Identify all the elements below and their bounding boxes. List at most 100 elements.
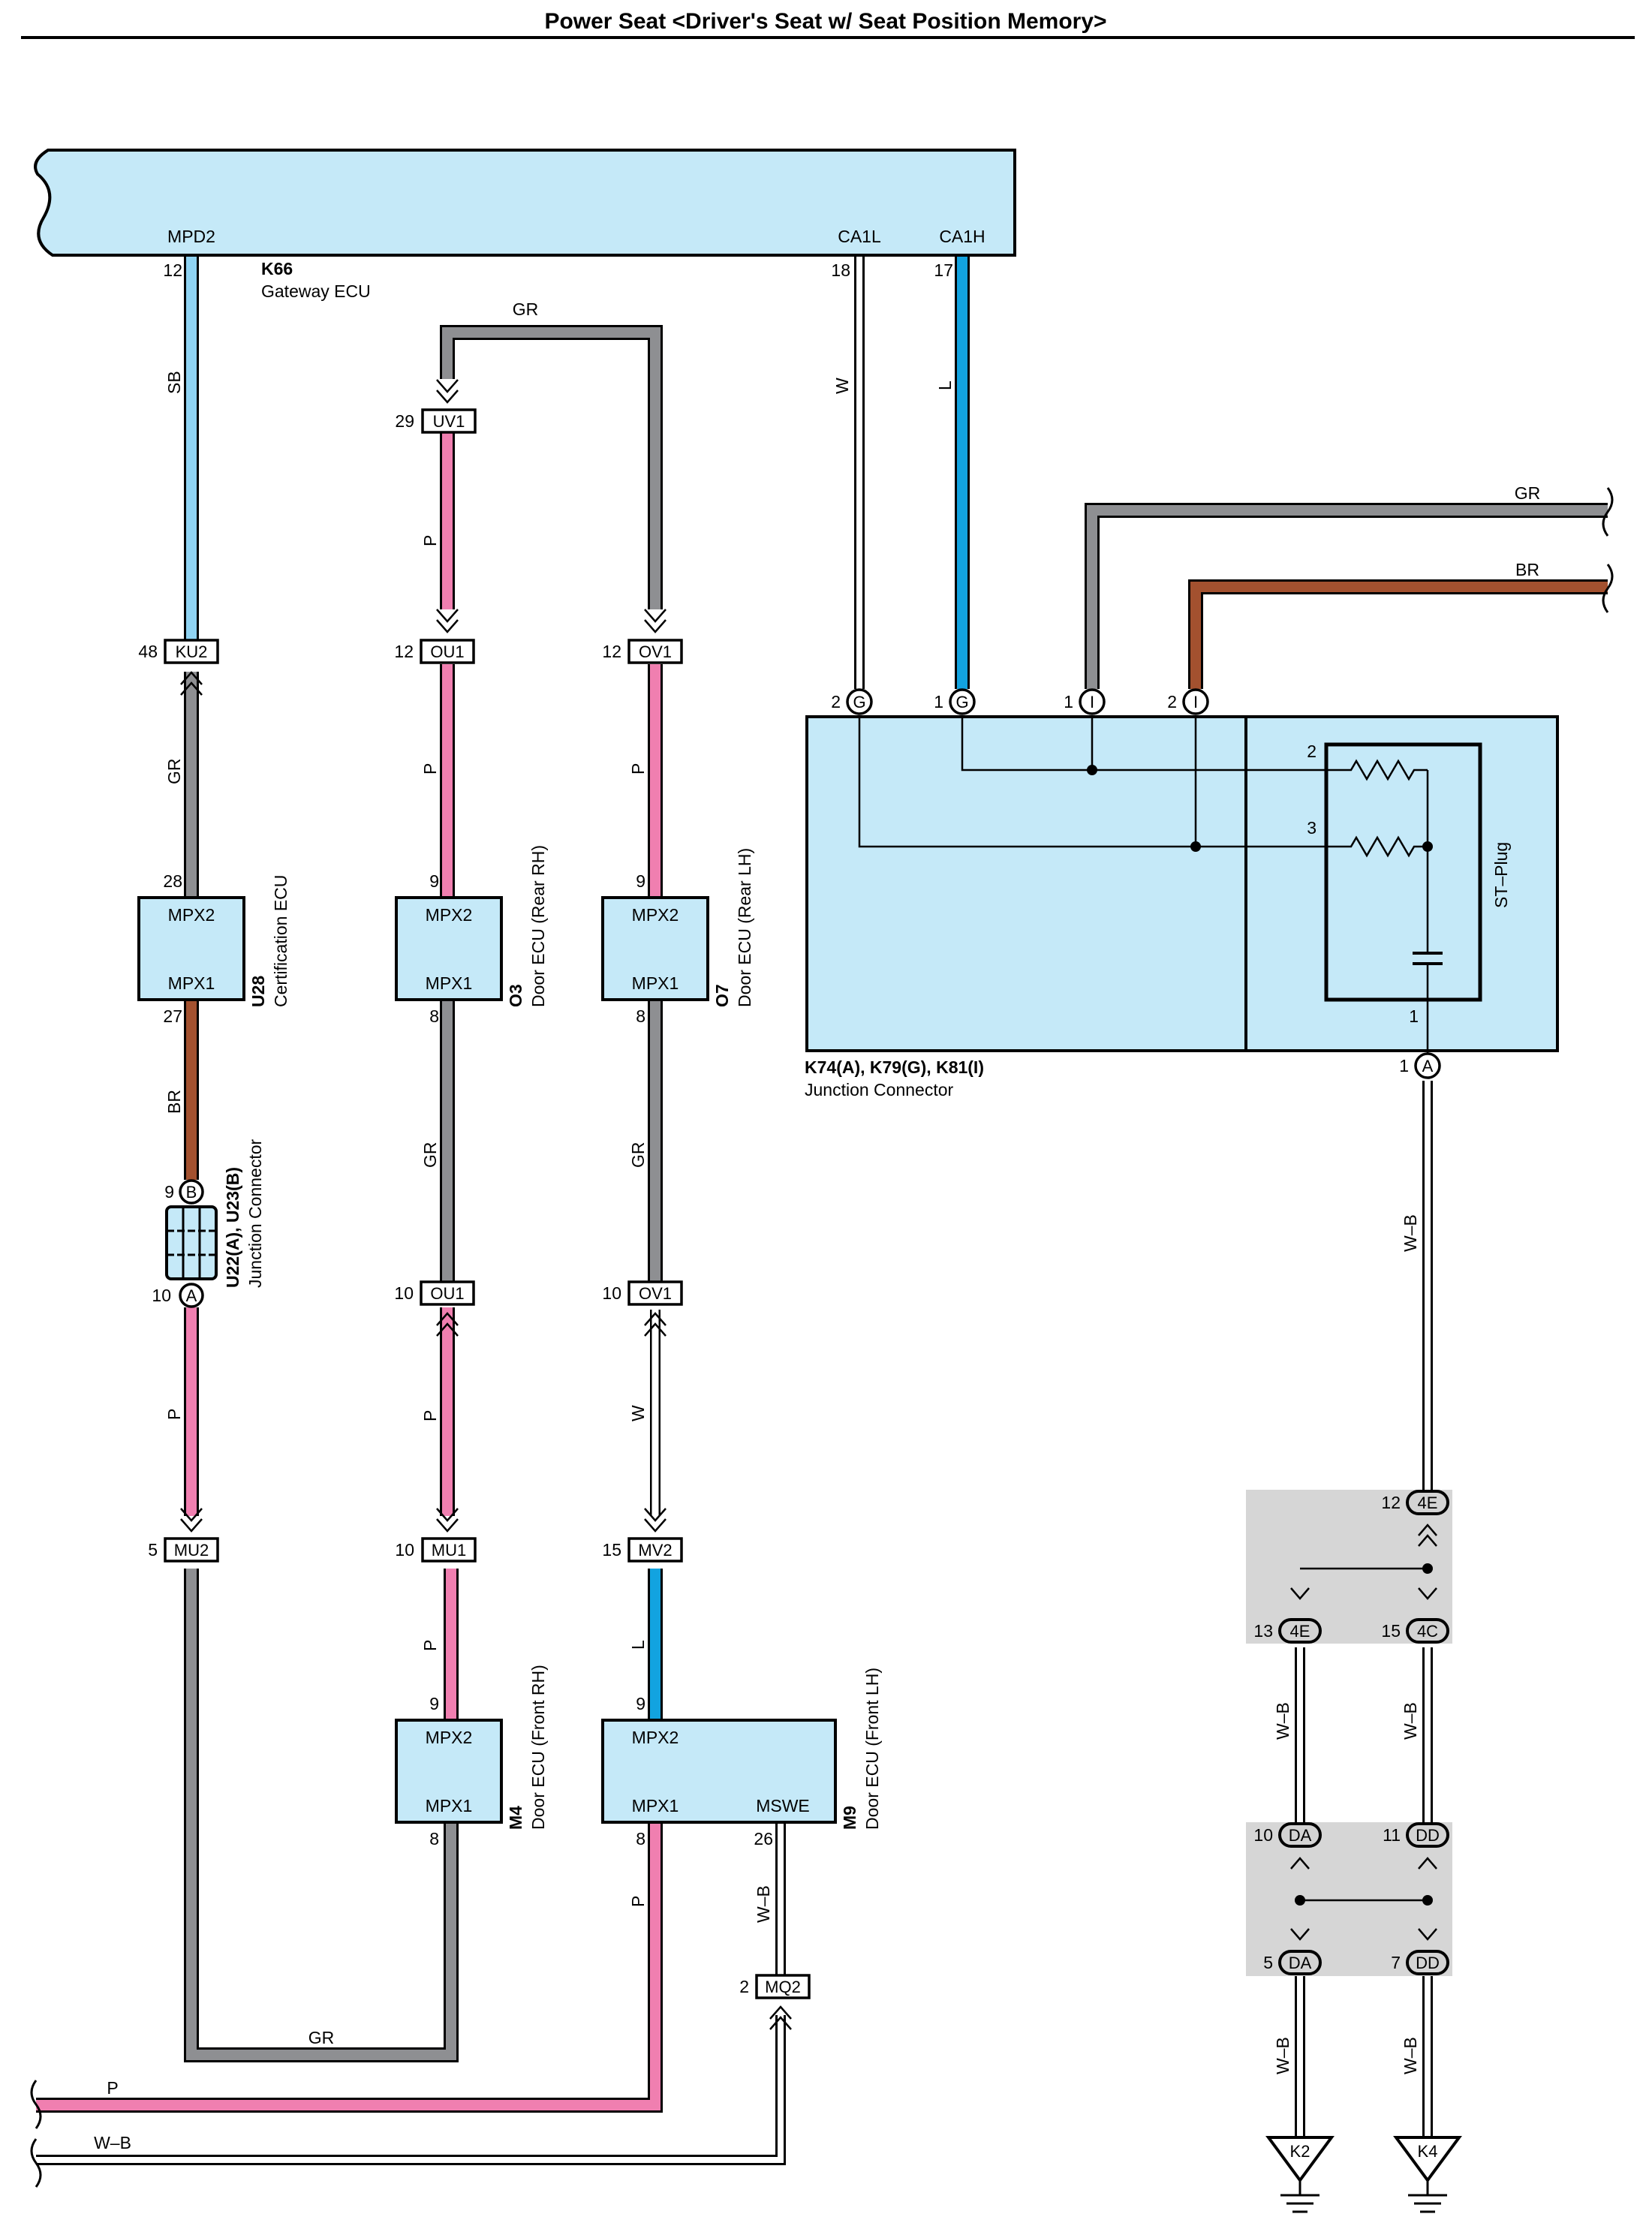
ecu-pin-num: 8 (636, 1829, 645, 1848)
cert-name: Certification ECU (271, 875, 290, 1007)
connector-ou1-bottom: OU1 10 (394, 1280, 475, 1337)
wire-p-m9 (36, 1822, 663, 2113)
wire-gr-right (1085, 503, 1608, 689)
connector-pin: 5 (1263, 1953, 1273, 1972)
connector-mu1: MU1 10 (395, 1508, 477, 1563)
wire-label-gr: GR (628, 1142, 648, 1169)
wire-label-br: BR (164, 1090, 184, 1114)
connector-label: MQ2 (765, 1978, 801, 1996)
ecu-pin-name: MPX1 (168, 973, 215, 993)
wire-label-p: P (628, 763, 648, 775)
connector-label: OU1 (430, 642, 464, 661)
connector-label: DD (1416, 1954, 1440, 1972)
pin-num: 1 (934, 692, 943, 711)
connector-label: MU2 (174, 1541, 209, 1560)
ecu-pin-name: MPX2 (632, 1728, 679, 1747)
connector-pin: 12 (394, 642, 414, 661)
ground-k4: K4 (1393, 2136, 1462, 2213)
wire-label-gr-right: GR (1515, 483, 1541, 503)
ecu-pin-name: MPX1 (632, 973, 679, 993)
pin-num: 2 (831, 692, 841, 711)
connector-ku2: KU2 48 (138, 639, 219, 696)
splice-block-4e: 4E 12 4E 13 4C 15 (1246, 1490, 1452, 1644)
wire-label-p: P (420, 763, 440, 775)
connector-pin: 15 (602, 1540, 621, 1560)
st-plug-pin: 2 (1307, 741, 1316, 761)
connector-mu2: MU2 5 (148, 1508, 219, 1563)
connector-ov1-bottom: OV1 10 (602, 1280, 683, 1337)
junction-letter: B (186, 1183, 197, 1202)
connector-label: UV1 (433, 412, 465, 431)
door-ecu-front-lh: MPX2 MPX1 MSWE 9 8 26 M9 Door ECU (Front… (601, 1668, 882, 1848)
connector-ov1-top: OV1 12 (602, 609, 683, 664)
connector-pin: 10 (1253, 1825, 1273, 1845)
connector-pin: 10 (394, 1283, 414, 1303)
wire-label-l: L (935, 381, 955, 390)
k74-code: K74(A), K79(G), K81(I) (805, 1057, 984, 1077)
connector-pin: 12 (1381, 1493, 1401, 1512)
break-marks (30, 487, 1614, 2188)
m9-name: Door ECU (Front LH) (862, 1668, 882, 1830)
splice-block-da-dd: DA 10 DD 11 DA 5 DD 7 (1246, 1822, 1452, 1976)
ecu-pin-num: 8 (636, 1006, 645, 1026)
wire-label-l: L (628, 1640, 648, 1650)
st-plug-pin: 3 (1307, 818, 1316, 838)
o3-name: Door ECU (Rear RH) (528, 845, 548, 1007)
junction-u22-u23: B A 9 10 U22(A), U23(B) Junction Connect… (152, 1139, 265, 1308)
wire-label-p: P (420, 1640, 440, 1651)
wire-gr-top (440, 325, 663, 609)
gateway-pin-ca1l: CA1L (838, 227, 881, 246)
gateway-pin-mpd2: MPD2 (167, 227, 215, 246)
ecu-pin-num: 9 (636, 1694, 645, 1713)
connector-label: 4C (1417, 1622, 1438, 1641)
o7-code: O7 (712, 984, 732, 1007)
connector-ou1-top: OU1 12 (394, 609, 475, 664)
wire-layer (36, 255, 1608, 2165)
pin-num: 2 (1167, 692, 1177, 711)
connector-label: DA (1289, 1954, 1312, 1972)
ecu-pin-num: 28 (163, 871, 182, 891)
ecu-pin-name: MPX1 (426, 1796, 473, 1815)
u22-name: Junction Connector (245, 1139, 265, 1288)
connector-pin: 2 (739, 1977, 749, 1996)
wire-label-w: W (628, 1405, 648, 1421)
wire-label-gr: GR (164, 759, 184, 785)
ground-k2: K2 (1265, 2136, 1335, 2213)
ecu-pin-num: 9 (636, 871, 645, 891)
wire-wb-left (36, 2015, 786, 2165)
junction-pin: 9 (164, 1182, 174, 1202)
ecu-pin-num: 26 (754, 1829, 773, 1848)
connector-label: KU2 (176, 642, 208, 661)
pin-letter: G (955, 693, 968, 711)
wire-label-p: P (164, 1409, 184, 1420)
connector-mq2: MQ2 2 (739, 1974, 811, 2030)
wire-label-wb: W–B (1401, 1214, 1420, 1252)
wire-label-sb: SB (164, 371, 184, 394)
m9-code: M9 (840, 1806, 859, 1830)
wire-label-wb-left: W–B (94, 2133, 131, 2152)
junction-letter: A (186, 1286, 197, 1305)
k74-name: Junction Connector (805, 1080, 954, 1099)
wire-label-p: P (420, 535, 440, 546)
u22-code: U22(A), U23(B) (223, 1167, 242, 1288)
st-plug-pin: 1 (1409, 1006, 1419, 1026)
connector-label: OV1 (639, 642, 672, 661)
ecu-pin-name: MSWE (756, 1796, 810, 1815)
door-ecu-front-rh: MPX2 MPX1 9 8 M4 Door ECU (Front RH) (395, 1665, 548, 1848)
pin-num: 1 (1064, 692, 1073, 711)
wire-label-p: P (420, 1410, 440, 1421)
gateway-code: K66 (261, 259, 293, 278)
ecu-pin-num: 9 (429, 871, 439, 891)
cert-code: U28 (248, 976, 268, 1007)
ecu-pin-num: 27 (163, 1006, 182, 1026)
connector-pin: 13 (1253, 1621, 1273, 1641)
connector-pin: 11 (1383, 1825, 1401, 1845)
gateway-pin-num: 12 (163, 260, 182, 280)
connector-pin: 12 (602, 642, 621, 661)
ecu-pin-num: 8 (429, 1006, 439, 1026)
connector-label: OV1 (639, 1284, 672, 1303)
connector-mv2: MV2 15 (602, 1508, 683, 1563)
gateway-pin-num: 18 (831, 260, 850, 280)
connector-pin: 7 (1391, 1953, 1401, 1972)
